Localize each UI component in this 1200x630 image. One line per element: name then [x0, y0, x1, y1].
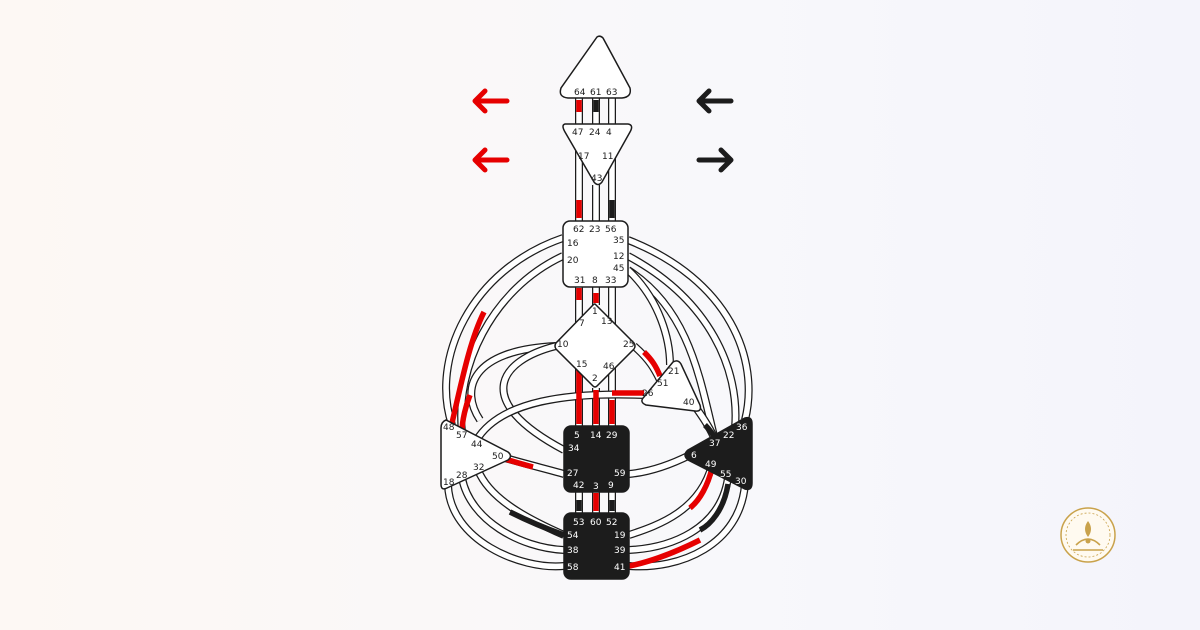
gate-label: 24	[589, 128, 601, 138]
activation-segment	[508, 509, 565, 538]
gate-label: 32	[473, 463, 484, 473]
throat-center[interactable]	[562, 220, 629, 288]
head-center[interactable]	[559, 35, 632, 99]
gate-label: 38	[567, 546, 579, 556]
gate-label: 41	[614, 563, 625, 573]
gate-label: 14	[590, 431, 602, 441]
variable-arrows	[472, 88, 734, 173]
gate-labels-layer: 64 61 63 47 24 4 17 11 43 62 23 56 16 35…	[443, 88, 748, 573]
g-center[interactable]	[554, 303, 636, 388]
gate-label: 19	[614, 531, 626, 541]
channel-fill	[628, 483, 748, 570]
gate-label: 44	[471, 440, 483, 450]
gate-label: 42	[573, 481, 584, 491]
activation-segment	[628, 537, 702, 569]
gate-label: 3	[593, 482, 599, 492]
gate-label: 46	[603, 362, 615, 372]
activation-segment	[698, 483, 731, 533]
gate-label: 25	[623, 340, 634, 350]
gate-label: 12	[613, 252, 624, 262]
spleen-center[interactable]	[440, 419, 512, 490]
gate-label: 27	[567, 469, 578, 479]
gate-label: 54	[567, 531, 579, 541]
gate-label: 43	[591, 174, 602, 184]
gate-label: 20	[567, 256, 579, 266]
heart-center[interactable]	[641, 360, 702, 412]
channel-fill	[626, 267, 673, 366]
gate-label: 61	[590, 88, 601, 98]
gate-label: 18	[443, 478, 455, 488]
root-center[interactable]	[563, 512, 630, 580]
gate-label: 55	[720, 470, 731, 480]
channel-fill	[459, 477, 565, 553]
gate-label: 11	[602, 152, 613, 162]
gate-label: 59	[614, 469, 626, 479]
activation-segment	[449, 310, 487, 424]
gate-label: 26	[642, 389, 654, 399]
arrow-left-icon	[472, 88, 510, 114]
activation-segment	[642, 350, 663, 378]
gate-label: 10	[557, 340, 569, 350]
gate-label: 48	[443, 423, 455, 433]
gate-label: 53	[573, 518, 584, 528]
centers-layer	[440, 35, 753, 580]
gate-label: 37	[709, 439, 720, 449]
sacral-center[interactable]	[563, 425, 630, 493]
channel-fill	[445, 484, 565, 570]
channel-fill	[468, 343, 557, 422]
channel-fill	[458, 253, 565, 433]
gate-label: 13	[601, 317, 612, 327]
channel-fill	[628, 452, 692, 477]
gate-label: 15	[576, 360, 587, 370]
gate-label: 23	[589, 225, 600, 235]
gate-label: 64	[574, 88, 586, 98]
arrow-left-icon	[696, 88, 734, 114]
gate-label: 31	[574, 276, 585, 286]
channel-fill	[626, 237, 752, 421]
gate-label: 39	[614, 546, 626, 556]
gate-label: 4	[606, 128, 612, 138]
gate-label: 2	[592, 374, 598, 384]
gate-label: 6	[691, 451, 697, 461]
gate-label: 34	[568, 444, 580, 454]
gate-label: 56	[605, 225, 617, 235]
arrow-right-icon	[696, 147, 734, 173]
gate-label: 30	[735, 477, 747, 487]
channel-fill	[626, 253, 739, 429]
channel-fill	[443, 235, 564, 426]
gate-label: 9	[608, 481, 614, 491]
gate-label: 22	[723, 431, 734, 441]
gate-label: 5	[574, 431, 580, 441]
gate-label: 52	[606, 518, 617, 528]
ajna-center[interactable]	[562, 123, 633, 186]
gate-label: 35	[613, 236, 624, 246]
gate-label: 60	[590, 518, 602, 528]
brand-logo	[1060, 507, 1116, 563]
gate-label: 21	[668, 367, 679, 377]
channel-fill	[500, 343, 566, 453]
gate-label: 51	[657, 379, 668, 389]
gate-label: 47	[572, 128, 583, 138]
gate-label: 57	[456, 431, 467, 441]
gate-label: 1	[592, 307, 598, 317]
gate-label: 63	[606, 88, 617, 98]
gate-label: 33	[605, 276, 616, 286]
gate-label: 40	[683, 398, 695, 408]
gate-label: 16	[567, 239, 579, 249]
gate-label: 8	[592, 276, 598, 286]
solar-plexus-center[interactable]	[684, 416, 753, 491]
gate-label: 58	[567, 563, 579, 573]
gate-label: 49	[705, 460, 717, 470]
arrow-left-icon	[472, 147, 510, 173]
gate-label: 17	[578, 152, 589, 162]
gate-label: 62	[573, 225, 584, 235]
gate-label: 50	[492, 452, 504, 462]
gate-label: 29	[606, 431, 618, 441]
gate-label: 7	[579, 319, 585, 329]
gate-label: 45	[613, 264, 624, 274]
gate-label: 36	[736, 423, 748, 433]
gate-label: 28	[456, 471, 468, 481]
channel-fill	[626, 267, 718, 441]
